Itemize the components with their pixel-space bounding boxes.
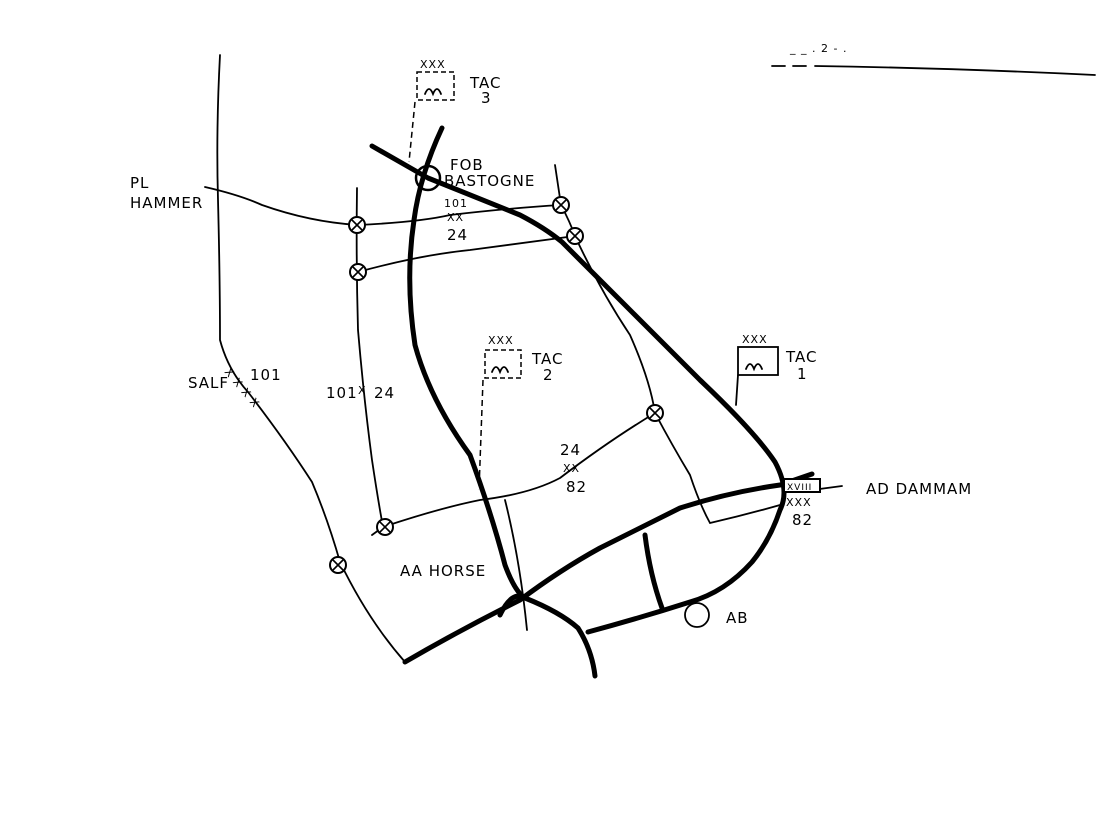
tac3-label: TAC [469, 74, 501, 92]
tac3-symbol [416, 71, 455, 101]
boundary-24-label: 24 [447, 226, 468, 244]
boundary-101-label: 101 [444, 197, 468, 210]
crossed-circle-icon [552, 196, 570, 214]
tac1-staff [735, 374, 739, 406]
tac1-echelon: XXX [742, 333, 768, 346]
command-post-icon [745, 363, 763, 372]
tac3-staff [408, 101, 416, 163]
boundary3-xx-label: XX [563, 462, 580, 475]
connector-road-2 [497, 593, 528, 618]
salf-label: SALF [188, 374, 229, 392]
corps-label: XVIII [787, 483, 812, 493]
command-post-icon [424, 88, 442, 97]
boundary2-x-label: X [358, 384, 367, 397]
command-post-icon [491, 366, 509, 375]
tac1-number: 1 [797, 365, 808, 383]
right-boundary [560, 204, 781, 525]
aa-horse-label: AA HORSE [400, 562, 486, 580]
pl-hammer-label: HAMMER [130, 194, 203, 212]
western-road [407, 125, 598, 679]
southern-road [402, 471, 815, 665]
tac1-symbol [737, 346, 779, 376]
tac1-label: TAC [785, 348, 817, 366]
salf-101-label: 101 [250, 366, 282, 384]
boundary-xx-label: XX [447, 211, 464, 224]
tac2-echelon: XXX [488, 334, 514, 347]
tac3-echelon: XXX [420, 58, 446, 71]
boundary4-82-label: 82 [792, 511, 813, 529]
boundary3-82-label: 82 [566, 478, 587, 496]
tac2-label: TAC [531, 350, 563, 368]
ab-label: AB [726, 609, 749, 627]
crossed-circle-icon [329, 556, 347, 574]
crossed-circle-icon [348, 216, 366, 234]
ab-circle-icon [684, 602, 710, 628]
boundary2-101-label: 101 [326, 384, 358, 402]
crossed-circle-icon [376, 518, 394, 536]
main-supply-route [369, 143, 787, 635]
header-line [771, 65, 1096, 76]
tac2-number: 2 [543, 366, 554, 384]
boundary3-24-label: 24 [560, 441, 581, 459]
boundary-24-82 [371, 412, 656, 536]
pl-label: PL [130, 174, 149, 192]
fob-label-2: BASTOGNE [444, 172, 535, 190]
crossed-circle-icon [566, 227, 584, 245]
fob-label-1: FOB [450, 156, 484, 174]
checkpoints [329, 196, 664, 574]
tac3-number: 3 [481, 89, 492, 107]
boundary-line-2 [357, 235, 576, 273]
connector-road-1 [642, 532, 665, 611]
crossed-circle-icon [646, 404, 664, 422]
fob-bastogne-icon [414, 164, 442, 192]
crossroad-line [504, 499, 528, 631]
header-scribble: _ _ . 2 - . [789, 42, 847, 55]
tac2-staff [478, 379, 484, 491]
ad-dammam-label: AD DAMMAM [866, 480, 972, 498]
corps-box [783, 478, 821, 493]
boundary2-24-label: 24 [374, 384, 395, 402]
boundary4-xxx-label: XXX [786, 496, 812, 509]
crossed-circle-icon [349, 263, 367, 281]
vertical-boundary [355, 187, 384, 528]
tac2-symbol [484, 349, 522, 379]
